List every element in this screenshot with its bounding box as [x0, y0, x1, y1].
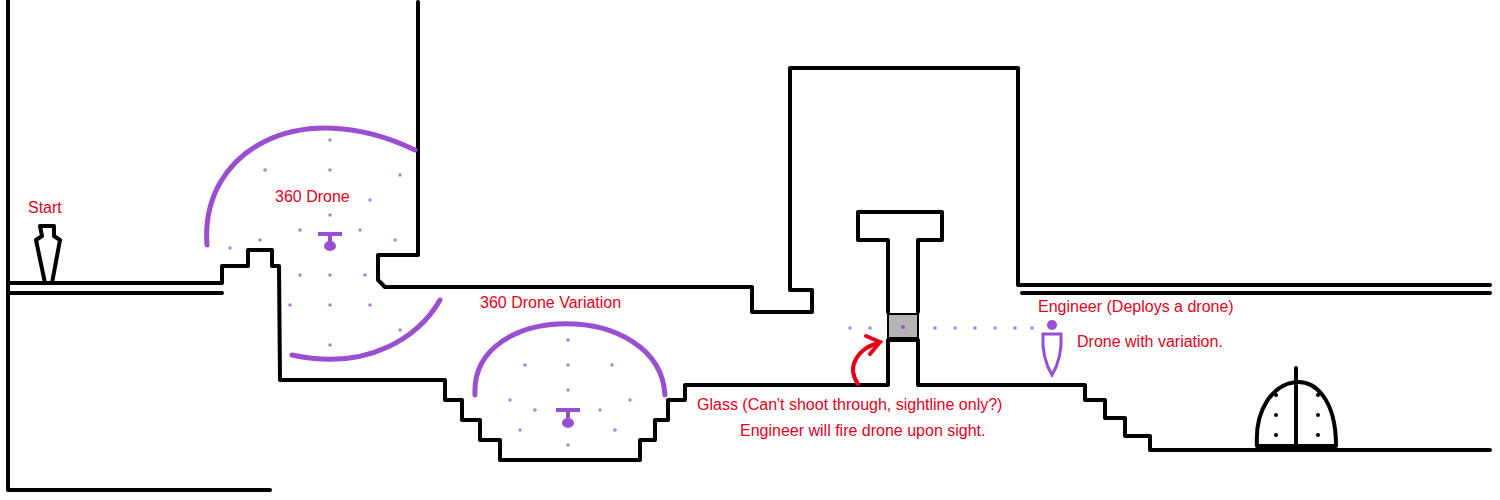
glass-pane: [888, 314, 918, 338]
drone-range: [207, 128, 415, 245]
left-frame: [8, 0, 270, 490]
annotation-label: 360 Drone Variation: [480, 293, 621, 312]
start-figure: [36, 226, 60, 283]
callout-arrowhead: [866, 336, 880, 354]
annotation-label: Glass (Can't shoot through, sightline on…: [697, 395, 1002, 414]
t-pillar: [858, 212, 942, 312]
drone-range: [292, 300, 440, 359]
annotation-label: Engineer (Deploys a drone): [1038, 297, 1234, 316]
ceiling-line: [378, 2, 1490, 312]
annotation-label: Engineer will fire drone upon sight.: [740, 421, 985, 440]
ceiling-line: [10, 291, 222, 295]
annotation-label: Start: [28, 198, 62, 217]
ground-line: [10, 250, 1490, 460]
ceiling-line: [1022, 291, 1490, 295]
annotation-label: Drone with variation.: [1077, 332, 1223, 351]
drone-range: [475, 324, 665, 395]
door: [1257, 368, 1336, 446]
annotation-label: 360 Drone: [275, 187, 350, 206]
engineer-figure: [1043, 334, 1061, 375]
